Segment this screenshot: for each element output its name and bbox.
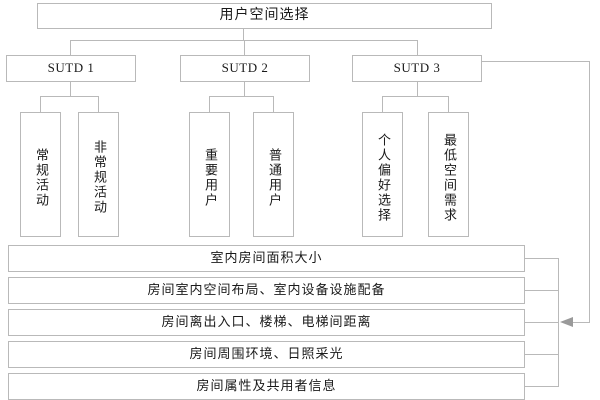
connector-attribute-vertical-bus (558, 258, 559, 387)
connector-sutd1-to-leaf2 (98, 96, 99, 112)
connector-sutd2-to-leaf3 (209, 96, 210, 112)
node-attribute-distance-to-access[interactable]: 房间离出入口、楼梯、电梯间距离 (8, 309, 525, 336)
node-attribute-room-properties-occupants[interactable]: 房间属性及共用者信息 (8, 373, 525, 400)
connector-attr1-to-bus (525, 290, 559, 291)
connector-sutd3-feedback-bottom (573, 322, 590, 323)
node-sutd-1[interactable]: SUTD 1 (6, 55, 136, 82)
connector-sutd3-feedback-right (589, 61, 590, 322)
connector-root-drop (243, 29, 244, 41)
connector-sutd3-to-leaf5 (382, 96, 383, 112)
connector-sutd2-to-leaf4 (273, 96, 274, 112)
connector-root-to-sutd2 (244, 40, 245, 55)
connector-sutd3-feedback-top (482, 61, 590, 62)
connector-sutd2-bus (209, 96, 274, 97)
node-attribute-room-area[interactable]: 室内房间面积大小 (8, 245, 525, 272)
connector-sutd3-drop (417, 82, 418, 96)
arrowhead-left-icon (560, 317, 573, 327)
connector-sutd3-bus (382, 96, 449, 97)
node-routine-activity[interactable]: 常规活动 (20, 112, 61, 237)
connector-sutd1-to-leaf1 (40, 96, 41, 112)
connector-sutd2-drop (244, 82, 245, 96)
node-important-user[interactable]: 重要用户 (189, 112, 230, 237)
connector-attr4-to-bus (525, 386, 559, 387)
node-minimum-space-requirement[interactable]: 最低空间需求 (428, 112, 469, 237)
node-non-routine-activity[interactable]: 非常规活动 (78, 112, 119, 237)
connector-sutd1-bus (40, 96, 99, 97)
node-attribute-surroundings-daylight[interactable]: 房间周围环境、日照采光 (8, 341, 525, 368)
node-sutd-3[interactable]: SUTD 3 (352, 55, 482, 82)
node-sutd-2[interactable]: SUTD 2 (180, 55, 310, 82)
node-attribute-interior-layout[interactable]: 房间室内空间布局、室内设备设施配备 (8, 277, 525, 304)
connector-attr0-to-bus (525, 258, 559, 259)
connector-root-to-sutd1 (70, 40, 71, 55)
node-personal-preference[interactable]: 个人偏好选择 (362, 112, 403, 237)
connector-root-to-sutd3 (417, 40, 418, 55)
node-ordinary-user[interactable]: 普通用户 (253, 112, 294, 237)
connector-attr2-to-bus (525, 322, 559, 323)
node-root-user-space-selection[interactable]: 用户空间选择 (37, 3, 492, 29)
connector-sutd1-drop (70, 82, 71, 96)
connector-attr3-to-bus (525, 354, 559, 355)
connector-sutd3-to-leaf6 (448, 96, 449, 112)
